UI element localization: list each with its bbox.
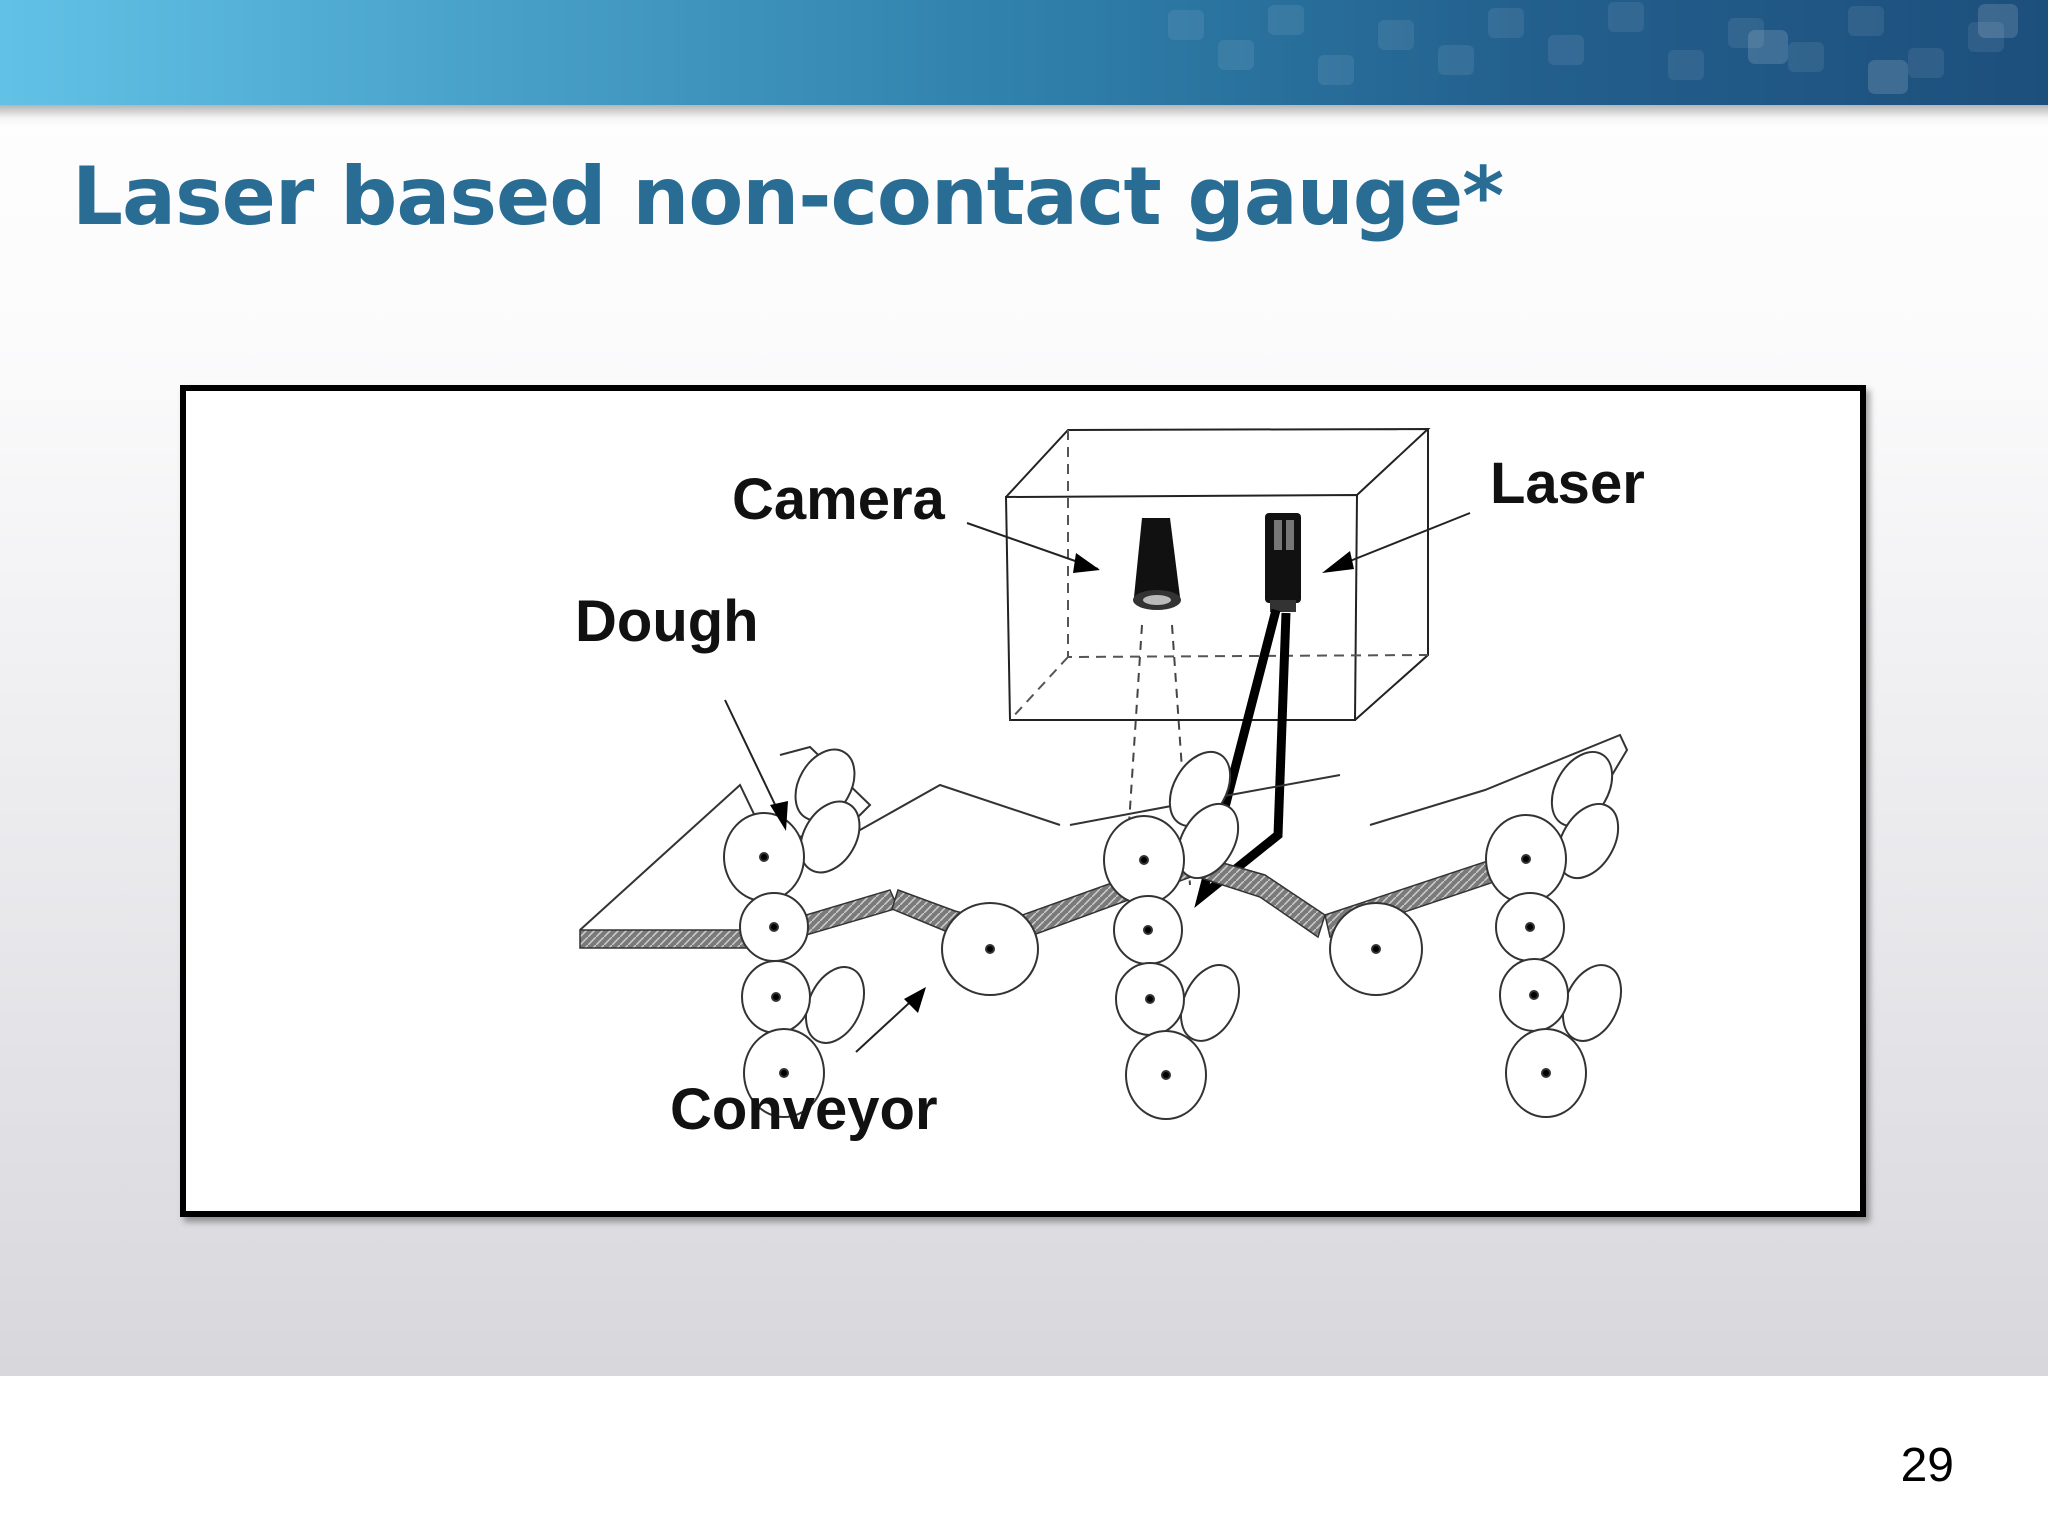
roller-center-left [941,902,1039,996]
laser-leader-arrow [1322,512,1471,573]
header-band [0,0,2048,105]
dough-leader-arrow [724,699,788,831]
header-tile-pattern [1168,2,2018,94]
gauge-diagram: Camera Laser Dough Conveyor [575,427,1645,1142]
rollers-right [1485,751,1623,1118]
slide-title: Laser based non-contact gauge* [72,150,1504,243]
camera-leader-arrow [966,522,1100,573]
page-number: 29 [1900,1439,1954,1492]
header-shadow [0,105,2048,127]
conveyor-label: Conveyor [670,1077,938,1142]
conveyor-leader-arrow [855,987,926,1053]
sensor-enclosure [1004,427,1431,721]
camera-icon [1124,518,1191,886]
laser-icon [1194,513,1301,908]
rollers-left [723,745,872,1118]
roller-center-right [1329,902,1423,996]
rollers-middle [1103,751,1241,1120]
dough-label: Dough [575,589,759,654]
gauge-diagram-frame: Camera Laser Dough Conveyor [180,385,1866,1217]
camera-label: Camera [732,467,946,532]
laser-label: Laser [1490,451,1645,516]
